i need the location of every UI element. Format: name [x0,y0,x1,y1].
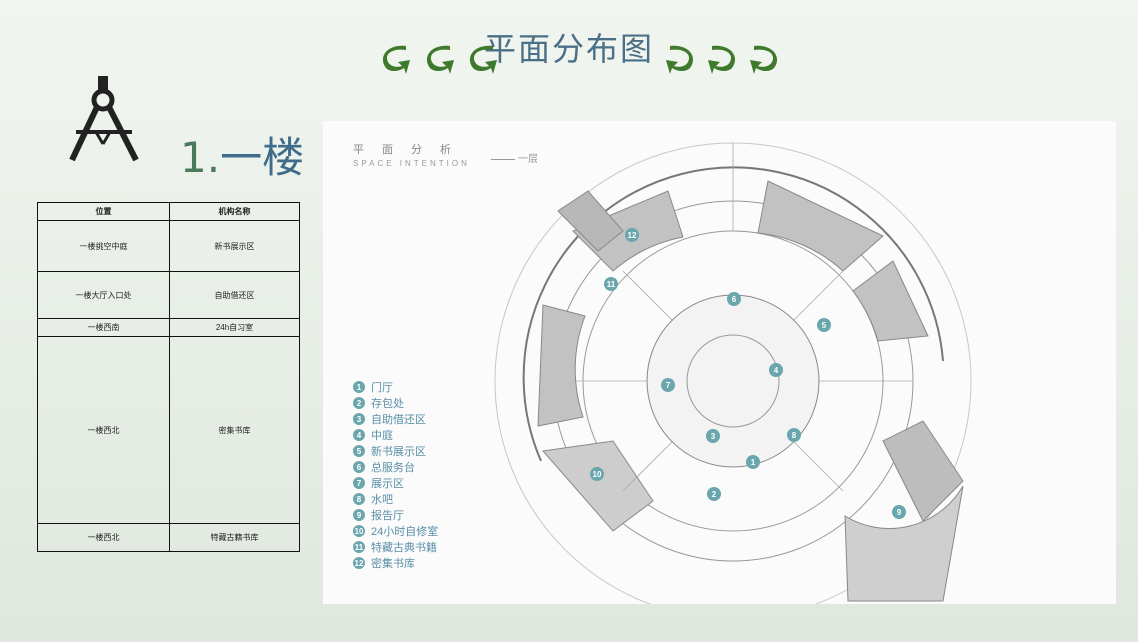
legend-number-badge: 8 [353,493,365,505]
plan-marker-number: 5 [822,321,827,330]
plan-marker [892,505,906,519]
legend-item: 7 展示区 [353,475,438,491]
curved-arrow-icon [666,45,694,74]
legend-number-badge: 2 [353,397,365,409]
legend-number-badge: 3 [353,413,365,425]
plan-marker-number: 8 [792,431,797,440]
legend-label: 存包处 [371,398,404,410]
legend-label: 展示区 [371,478,404,490]
legend-label: 中庭 [371,430,393,442]
legend-number-badge: 9 [353,509,365,521]
legend-label: 门厅 [371,382,393,394]
legend-label: 水吧 [371,494,393,506]
legend-number-badge: 11 [353,541,365,553]
table-row: 一楼西北 特藏古籍书库 [37,523,300,552]
legend-item: 4 中庭 [353,427,438,443]
table-row: 一楼挑空中庭 新书展示区 [37,220,300,272]
plan-marker [769,363,783,377]
legend-number-badge: 5 [353,445,365,457]
name-cell: 特藏古籍书库 [169,523,300,552]
legend-number-badge: 7 [353,477,365,489]
plan-marker [706,429,720,443]
legend-label: 自助借还区 [371,414,426,426]
table-row: 一楼大厅入口处 自助借还区 [37,271,300,319]
plan-marker [707,487,721,501]
plan-marker [661,378,675,392]
plan-marker-number: 10 [593,470,602,479]
legend-item: 11 特藏古典书籍 [353,539,438,555]
location-cell: 一楼西南 [37,318,170,337]
curved-arrow-icon [469,45,497,74]
legend-label: 总服务台 [371,462,415,474]
plan-title-cn: 平面分析 [353,144,469,156]
plan-marker [590,467,604,481]
name-cell: 密集书库 [169,336,300,524]
plan-marker [817,318,831,332]
location-cell: 一楼西北 [37,523,170,552]
location-cell: 一楼大厅入口处 [37,271,170,319]
plan-marker [625,228,639,242]
plan-marker [727,292,741,306]
plan-title-en: SPACE INTENTION [353,159,470,168]
location-cell: 一楼西北 [37,336,170,524]
plan-marker-number: 12 [628,231,637,240]
floor-number: 1. [180,133,221,182]
legend-item: 8 水吧 [353,491,438,507]
legend-item: 6 总服务台 [353,459,438,475]
legend-item: 10 24小时自修室 [353,523,438,539]
legend-item: 5 新书展示区 [353,443,438,459]
legend-number-badge: 12 [353,557,365,569]
legend-label: 报告厅 [371,510,404,522]
column-header-name: 机构名称 [169,202,300,221]
legend-label: 特藏古典书籍 [371,542,437,554]
plan-marker-number: 2 [712,490,717,499]
legend-item: 9 报告厅 [353,507,438,523]
column-header-location: 位置 [37,202,170,221]
plan-marker-number: 9 [897,508,902,517]
name-cell: 自助借还区 [169,271,300,319]
legend-item: 12 密集书库 [353,555,438,571]
curved-arrow-icon [382,45,410,74]
plan-marker-number: 6 [732,295,737,304]
curved-arrow-icon [708,45,736,74]
plan-marker [787,428,801,442]
plan-floor-label: 一层 [491,150,538,165]
legend-label: 24小时自修室 [371,526,439,538]
location-cell: 一楼挑空中庭 [37,220,170,272]
table-header-row: 位置 机构名称 [37,202,300,221]
slide-title: 平面分布图 [483,30,654,68]
legend-number-badge: 10 [353,525,365,537]
plan-marker-number: 3 [711,432,716,441]
curved-arrow-icon [426,45,454,74]
legend-number-badge: 1 [353,381,365,393]
plan-marker [604,277,618,291]
floor-name: 一楼 [220,133,305,182]
drafting-compass-icon [69,76,139,162]
legend-label: 新书展示区 [371,446,426,458]
table-row: 一楼西北 密集书库 [37,336,300,524]
legend-item: 3 自助借还区 [353,411,438,427]
legend-number-badge: 6 [353,461,365,473]
plan-marker-number: 7 [666,381,671,390]
curved-arrow-icon [750,45,778,74]
plan-marker-number: 4 [774,366,779,375]
plan-marker [746,455,760,469]
name-cell: 新书展示区 [169,220,300,272]
location-table: 位置 机构名称 一楼挑空中庭 新书展示区 一楼大厅入口处 自助借还区 一楼西南 … [37,202,300,552]
legend-label: 密集书库 [371,558,415,570]
legend-item: 1 门厅 [353,379,438,395]
legend-item: 2 存包处 [353,395,438,411]
plan-marker-number: 11 [607,280,616,289]
plan-marker-number: 1 [751,458,756,467]
floor-title: 1.一楼 [180,124,304,185]
name-cell: 24h自习室 [169,318,300,337]
legend-number-badge: 4 [353,429,365,441]
table-row: 一楼西南 24h自习室 [37,318,300,337]
